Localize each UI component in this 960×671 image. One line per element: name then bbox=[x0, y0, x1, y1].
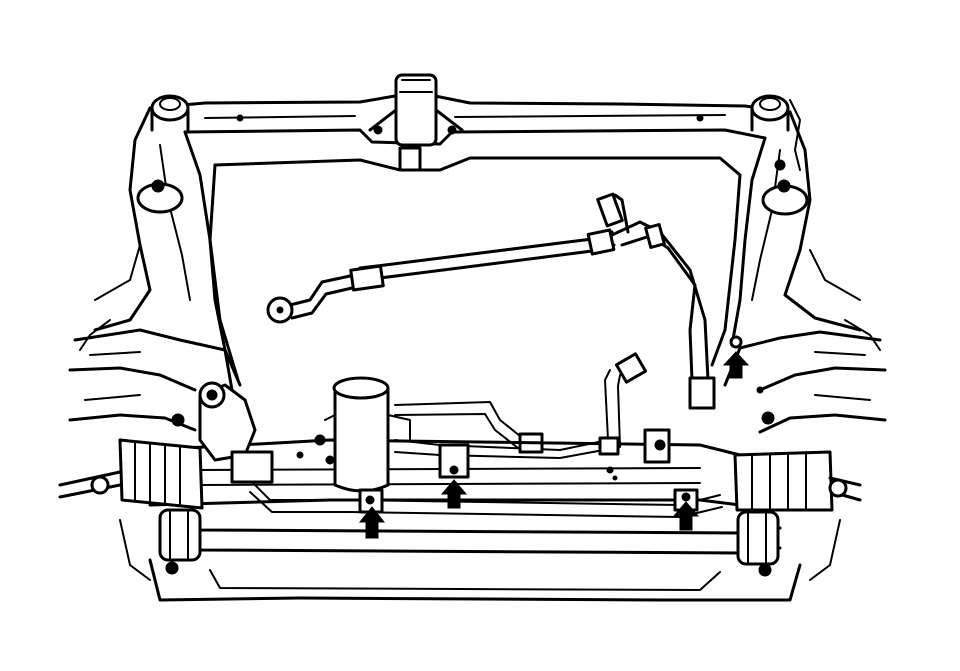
arrow-rack-clamp-left bbox=[358, 506, 386, 539]
right-upper-bushing bbox=[750, 94, 809, 216]
rack-center-mount bbox=[314, 376, 411, 493]
stabilizer-bar bbox=[158, 508, 782, 577]
rear-mount-bracket bbox=[368, 73, 464, 172]
steering-gear-housing bbox=[148, 381, 742, 507]
lower-crossmember bbox=[119, 519, 841, 602]
subframe-crossmember bbox=[79, 94, 881, 392]
return-hose bbox=[610, 220, 716, 410]
arrow-right-upper-mount bbox=[722, 335, 750, 379]
arrow-rack-clamp-center bbox=[440, 479, 468, 509]
pressure-hose bbox=[266, 192, 630, 324]
left-rack-boot bbox=[58, 438, 204, 510]
right-rack-boot bbox=[733, 450, 862, 512]
arrow-rack-clamp-right bbox=[672, 501, 700, 531]
lower-arms bbox=[68, 328, 887, 434]
rack-clamps bbox=[358, 428, 699, 514]
left-upper-bushing bbox=[136, 94, 190, 214]
fastener-bolts bbox=[236, 114, 764, 481]
